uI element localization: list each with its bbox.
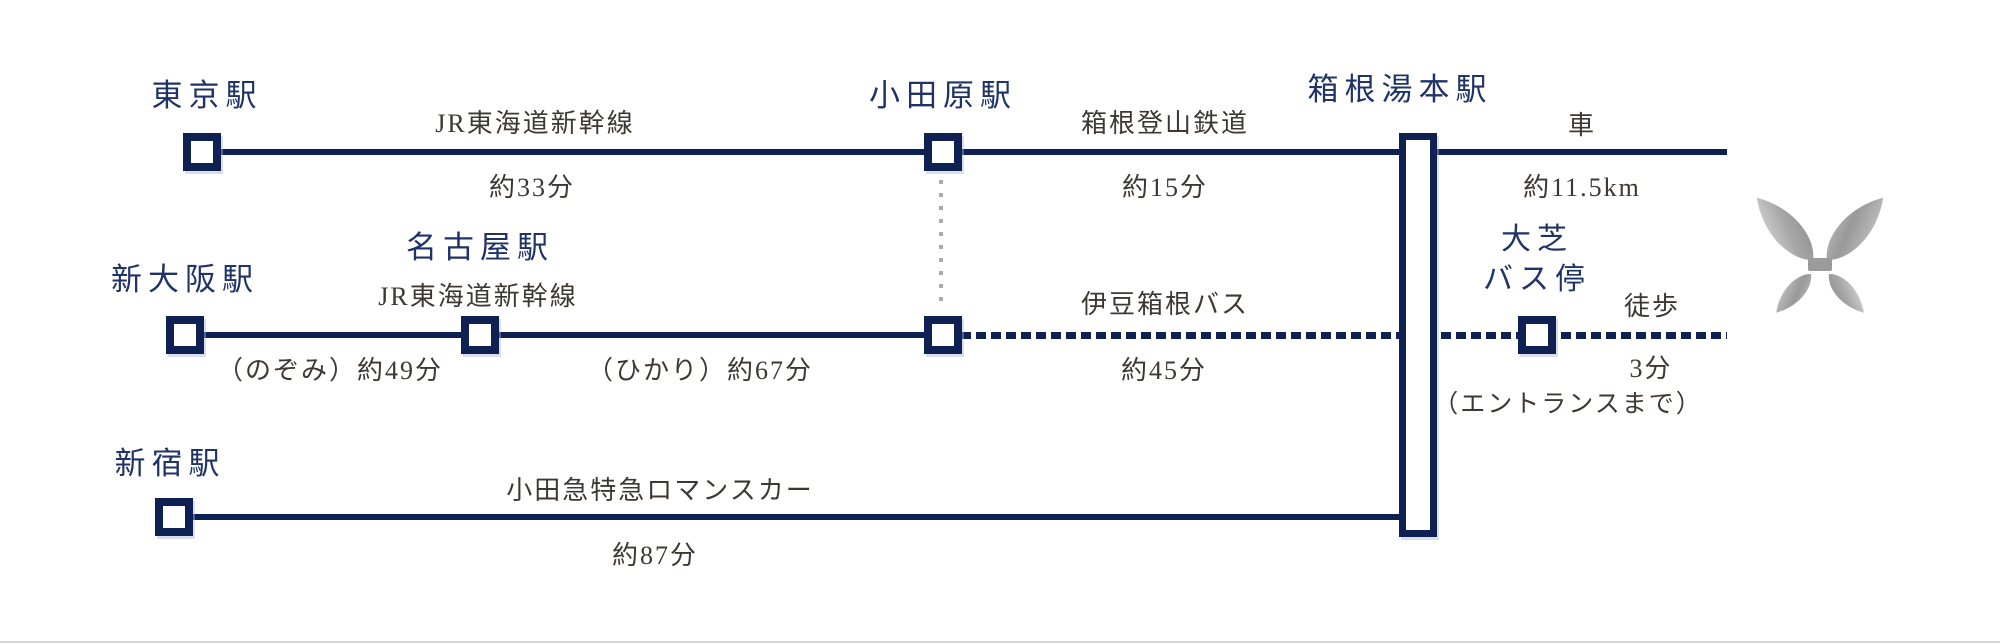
route-name-izu-hakone-bus: 伊豆箱根バス — [1080, 290, 1250, 319]
station-label-tokyo: 東京駅 — [151, 78, 263, 113]
route-name-romancecar: 小田急特急ロマンスカー — [506, 476, 814, 505]
route-duration-hikari: （ひかり）約67分 — [586, 356, 814, 385]
route-distance-car: 約11.5km — [1523, 173, 1641, 202]
route-line-bus-walk-dashed — [946, 332, 1727, 339]
station-marker-shin-osaka — [166, 316, 204, 354]
bottom-divider — [0, 641, 2000, 643]
butterfly-lower-right-petal — [1828, 273, 1864, 313]
station-marker-odawara-mid — [924, 316, 962, 354]
station-marker-odawara-top — [924, 133, 962, 171]
route-line-romancecar — [170, 514, 1410, 520]
route-name-walk: 徒歩 — [1623, 292, 1681, 321]
route-duration-nozomi: （のぞみ）約49分 — [216, 356, 444, 385]
station-label-oshiba-line2: バス停 — [1483, 263, 1591, 296]
route-line-shinkansen-mid — [182, 332, 943, 338]
station-label-odawara: 小田原駅 — [869, 78, 1017, 113]
route-note-walk-entrance: （エントランスまで） — [1433, 391, 1703, 418]
route-duration-izu-hakone-bus: 約45分 — [1120, 356, 1208, 385]
transfer-dotted-connector — [939, 180, 943, 310]
station-marker-hakone-yumoto — [1399, 133, 1437, 537]
route-duration-jr-shinkansen-top: 約33分 — [488, 173, 576, 202]
butterfly-body — [1808, 258, 1832, 271]
route-name-jr-shinkansen-mid: JR東海道新幹線 — [378, 282, 578, 311]
route-duration-hakone-tozan: 約15分 — [1121, 173, 1209, 202]
route-line-shinkansen-top — [200, 149, 1727, 155]
station-label-shinjuku: 新宿駅 — [114, 446, 226, 481]
station-label-hakone-yumoto: 箱根湯本駅 — [1307, 72, 1493, 107]
station-label-oshiba-line1: 大芝 — [1501, 223, 1573, 256]
butterfly-upper-right-petal — [1826, 197, 1884, 261]
station-marker-shinjuku — [155, 498, 193, 536]
route-name-jr-shinkansen-top: JR東海道新幹線 — [435, 109, 635, 138]
station-marker-tokyo — [183, 133, 221, 171]
butterfly-logo — [1756, 197, 1884, 313]
station-marker-nagoya — [461, 316, 499, 354]
route-duration-walk: 3分 — [1629, 354, 1673, 383]
route-name-hakone-tozan: 箱根登山鉄道 — [1080, 109, 1250, 138]
route-duration-romancecar: 約87分 — [611, 541, 699, 570]
station-label-oshiba-bus-stop: 大芝 バス停 — [1483, 220, 1591, 300]
station-label-nagoya: 名古屋駅 — [406, 230, 554, 265]
route-name-car: 車 — [1567, 111, 1597, 140]
station-label-shin-osaka: 新大阪駅 — [111, 262, 259, 297]
butterfly-lower-left-petal — [1776, 273, 1812, 313]
butterfly-upper-left-petal — [1756, 197, 1814, 261]
station-marker-oshiba-bus-stop — [1518, 316, 1556, 354]
